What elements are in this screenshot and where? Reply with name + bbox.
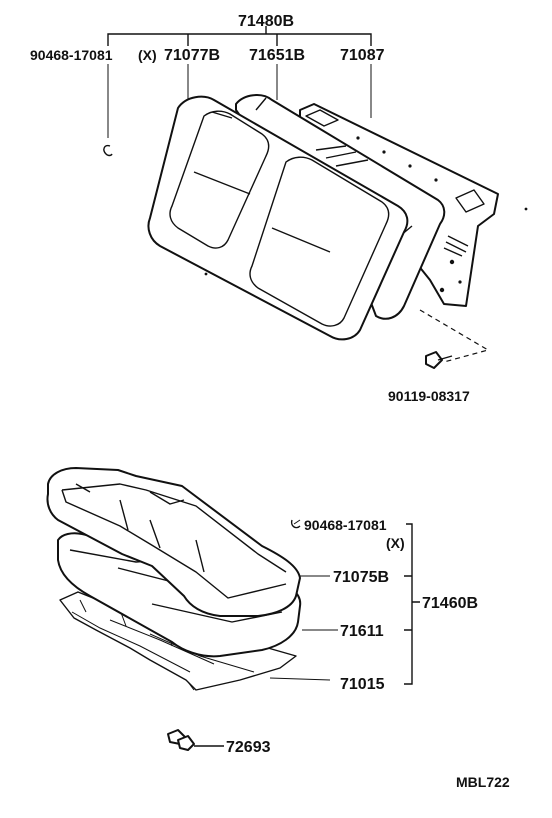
back-clip-part (103, 144, 113, 157)
label-cushion-assembly: 71460B (422, 595, 478, 612)
cushion-clip-part (290, 519, 301, 529)
leader-back-bolt (419, 309, 490, 363)
label-back-frame: 71087 (340, 47, 385, 64)
label-back-bolt: 90119-08317 (388, 388, 470, 404)
label-cushion-frame: 71015 (340, 676, 385, 693)
hook-part (167, 729, 224, 751)
back-cover-part (147, 95, 409, 341)
cushion-frame-wires (71, 599, 255, 691)
seat-back-group: 71480B 90468-17081 (X) 71077B 71651B 710… (30, 13, 528, 404)
cushion-pad-part (57, 532, 302, 658)
back-assembly-bracket (107, 26, 372, 46)
label-back-assembly: 71480B (238, 13, 294, 30)
figure-code: MBL722 (456, 774, 510, 790)
back-cover-left-panel (169, 110, 270, 249)
cushion-cover-seams (75, 483, 205, 573)
label-cushion-clip-note: (X) (386, 535, 405, 551)
label-back-pad: 71651B (249, 47, 305, 64)
back-pad-seams (255, 97, 413, 237)
label-hook: 72693 (226, 739, 271, 756)
cushion-cover-part (46, 467, 301, 617)
label-cushion-pad: 71611 (340, 623, 384, 640)
label-cushion-clip: 90468-17081 (304, 517, 387, 533)
back-bolt-part (425, 351, 453, 369)
seat-cushion-group: 90468-17081 (X) 71075B 71460B 71611 7101… (46, 467, 478, 756)
back-cover-seams (193, 111, 331, 253)
leader-cushion-frame (269, 677, 331, 681)
back-cover-right-panel (249, 156, 390, 327)
cushion-assembly-bracket (404, 523, 420, 685)
leader-cushion-clip (293, 519, 301, 525)
label-back-clip: 90468-17081 (30, 47, 113, 63)
back-frame-details (305, 109, 528, 293)
cushion-cover-top-face (61, 483, 287, 599)
label-back-clip-note: (X) (138, 47, 157, 63)
label-back-cover: 71077B (164, 47, 220, 64)
label-cushion-cover: 71075B (333, 569, 389, 586)
